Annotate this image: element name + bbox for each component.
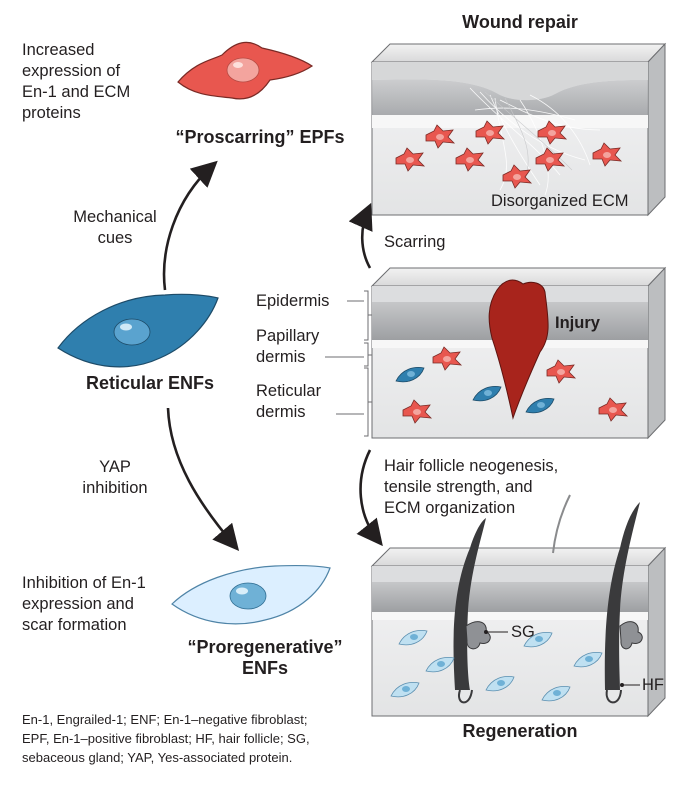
layer-brackets (325, 290, 372, 437)
flow-arrows (162, 160, 383, 551)
hair-follicle (453, 518, 486, 690)
footnote: En-1, Engrailed-1; ENF; En-1–negative fi… (22, 712, 310, 765)
regeneration-effects-note: Hair follicle neogenesis, tensile streng… (384, 457, 559, 517)
increased-expression-note: Increased expression of En-1 and ECM pro… (22, 41, 131, 122)
proregenerative-cell (171, 565, 331, 625)
arrow-regeneration (356, 449, 383, 547)
wound-repair-title: Wound repair (462, 12, 578, 32)
arrow-yap (166, 407, 240, 551)
disorganized-ecm-label: Disorganized ECM (491, 192, 629, 210)
sebaceous-gland (465, 621, 491, 650)
arrow-mechanical (162, 160, 218, 291)
hf-label: HF (642, 676, 664, 694)
sebaceous-gland (619, 621, 643, 650)
yap-inhibition-note: YAP inhibition (82, 458, 148, 497)
injury-label: Injury (555, 314, 600, 332)
sg-label: SG (511, 623, 535, 641)
reticular-enf-label: Reticular ENFs (85, 373, 215, 393)
wound-repair-block (370, 42, 667, 217)
hair-shaft (552, 494, 571, 554)
regeneration-block (370, 494, 667, 718)
reticular-dermis-label: Reticular dermis (256, 382, 322, 421)
injury-block (370, 266, 667, 440)
proscarring-label: “Proscarring” EPFs (175, 127, 345, 147)
regeneration-title: Regeneration (462, 721, 578, 741)
hair-follicle (604, 502, 640, 690)
proregenerative-label: “Proregenerative” ENFs (187, 637, 343, 678)
inhibition-note: Inhibition of En-1 expression and scar f… (22, 574, 146, 634)
scarring-note: Scarring (384, 233, 446, 251)
papillary-dermis-label: Papillary dermis (256, 327, 320, 366)
proscarring-cell (177, 41, 314, 100)
reticular-enf-cell (57, 293, 219, 368)
epidermis-label: Epidermis (256, 292, 330, 310)
injury-wound (488, 279, 549, 420)
arrow-scarring (348, 202, 373, 269)
mechanical-cues-note: Mechanical cues (73, 208, 157, 247)
